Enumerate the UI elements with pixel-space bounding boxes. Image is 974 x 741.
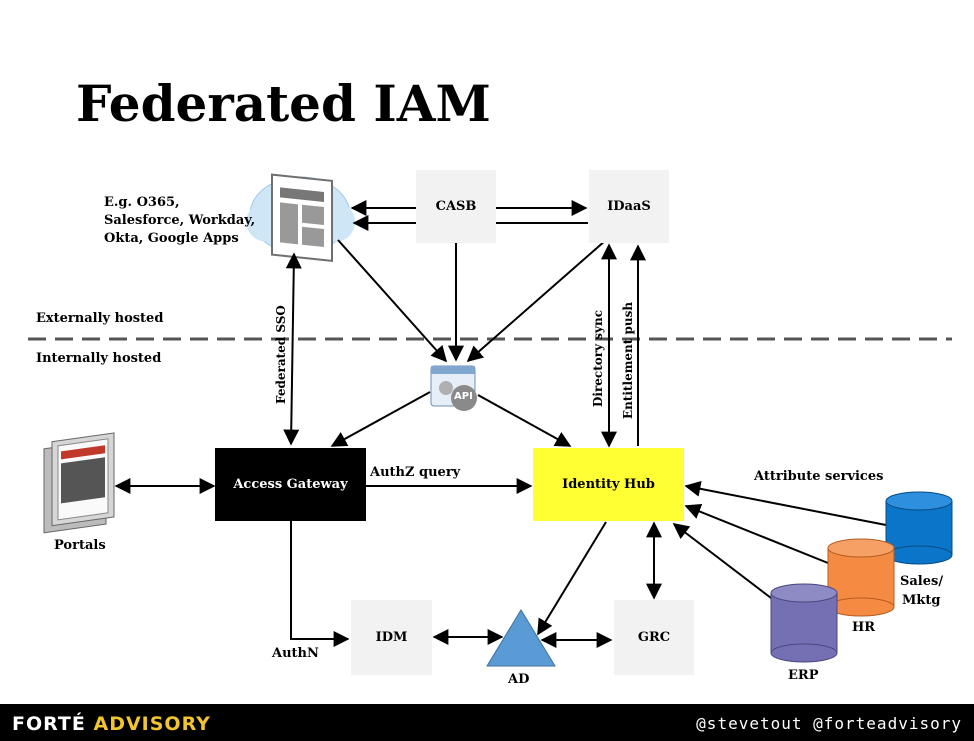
sales-label-line-2: Mktg — [902, 593, 941, 608]
arrow-idaas-to-api — [466, 239, 607, 363]
saas-examples-line-3: Okta, Google Apps — [104, 231, 239, 246]
erp-db-icon — [770, 583, 838, 663]
idaas-node: IDaaS — [589, 170, 669, 243]
identity-hub-label: Identity Hub — [562, 477, 655, 492]
arrow-sales-to-hub — [684, 480, 887, 526]
arrow-hr-to-hub — [684, 503, 829, 564]
brand-part-1: FORTÉ — [12, 713, 86, 735]
sales-label-line-1: Sales/ — [900, 574, 944, 589]
arrow-authn — [290, 521, 350, 647]
portals-label: Portals — [54, 538, 106, 553]
social-handles: @stevetout @forteadvisory — [696, 714, 962, 733]
attribute-services-label: Attribute services — [754, 469, 884, 484]
saas-examples-line-2: Salesforce, Workday, — [104, 213, 256, 228]
zone-internal-label: Internally hosted — [36, 351, 162, 366]
saas-examples-line-1: E.g. O365, — [104, 195, 180, 210]
page-title: Federated IAM — [76, 74, 491, 133]
arrow-federated-sso — [283, 252, 302, 446]
federated-sso-label: Federated SSO — [274, 305, 288, 404]
grc-node: GRC — [614, 600, 694, 675]
idm-node: IDM — [351, 600, 432, 675]
idaas-label: IDaaS — [607, 199, 651, 214]
ad-label: AD — [508, 672, 530, 687]
ad-shape — [486, 609, 556, 667]
authn-label: AuthN — [272, 646, 319, 661]
brand-logo: FORTÉ ADVISORY — [12, 713, 211, 735]
sales-db-icon — [885, 491, 953, 565]
arrow-erp-to-hub — [672, 523, 772, 599]
footer-bar: FORTÉ ADVISORY @stevetout @forteadvisory — [0, 704, 974, 741]
grc-label: GRC — [637, 630, 671, 645]
zone-external-label: Externally hosted — [36, 311, 164, 326]
portals-icon — [43, 432, 115, 534]
idm-label: IDM — [375, 630, 408, 645]
arrow-api-to-hub — [477, 394, 572, 447]
access-gateway-label: Access Gateway — [233, 477, 348, 492]
hr-label: HR — [852, 620, 876, 635]
identity-hub-node: Identity Hub — [533, 448, 684, 521]
hr-db-icon — [827, 538, 895, 617]
casb-node: CASB — [416, 170, 496, 243]
casb-label: CASB — [435, 199, 477, 214]
authz-query-label: AuthZ query — [370, 465, 461, 480]
erp-label: ERP — [788, 668, 819, 683]
entitlement-push-label: Entitlement push — [621, 301, 635, 419]
arrow-api-to-gateway — [330, 391, 431, 447]
arrow-hub-to-ad — [537, 521, 607, 636]
api-icon — [430, 365, 477, 411]
api-label: API — [454, 391, 473, 402]
access-gateway-node: Access Gateway — [215, 448, 366, 521]
directory-sync-label: Directory sync — [591, 309, 605, 407]
saas-cloud-icon — [246, 173, 355, 262]
brand-part-2: ADVISORY — [93, 713, 211, 735]
arrow-saas-to-api — [337, 239, 448, 363]
